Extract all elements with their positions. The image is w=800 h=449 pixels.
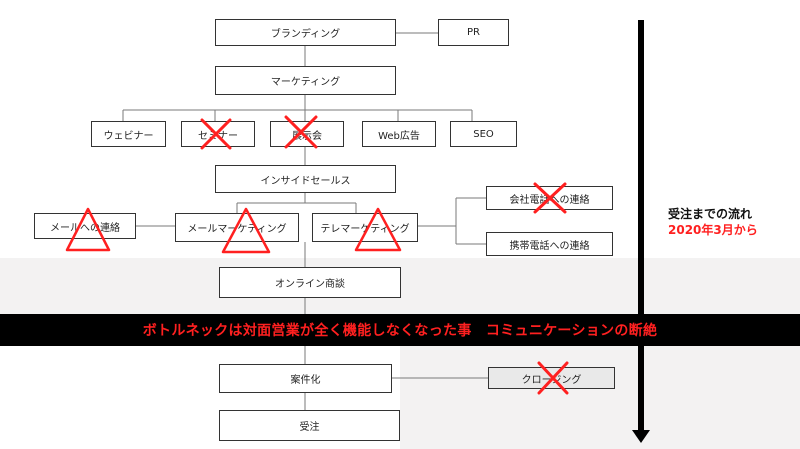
triangle-icon [65,207,111,252]
flow-arrow-head [632,430,650,443]
node-order: 受注 [219,410,400,441]
flow-label-date: 2020年3月から [668,223,758,237]
background-band-lower [400,346,800,449]
triangle-icon [221,207,271,254]
node-branding: ブランディング [215,19,396,46]
flow-label-title: 受注までの流れ [668,207,753,221]
triangle-icon [354,207,402,252]
node-marketing: マーケティング [215,66,396,95]
cross-icon [537,361,569,395]
node-seo: SEO [450,121,517,147]
cross-icon [284,115,318,149]
node-webinar: ウェビナー [91,121,166,147]
bottleneck-banner: ボトルネックは対面営業が全く機能しなくなった事 コミュニケーションの断絶 [0,314,800,346]
node-mobile-phone: 携帯電話への連絡 [486,232,613,256]
node-online-meeting: オンライン商談 [219,267,401,298]
node-telemarketing: テレマーケティング [312,213,418,242]
cross-icon [200,118,232,150]
flow-label: 受注までの流れ 2020年3月から [668,206,758,238]
cross-icon [533,182,567,214]
node-deal: 案件化 [219,364,392,393]
node-web-ad: Web広告 [362,121,436,147]
node-pr: PR [438,19,509,46]
node-inside-sales: インサイドセールス [215,165,396,193]
